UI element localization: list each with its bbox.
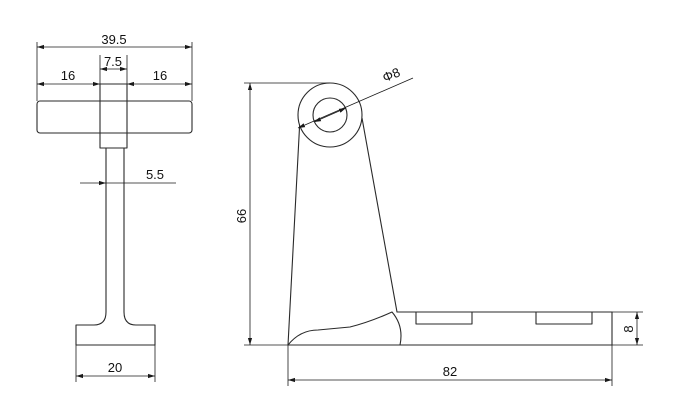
dim-text-stem-thickness: 5.5 xyxy=(146,167,164,182)
side-hub xyxy=(99,83,128,149)
dim-text-overall-width: 39.5 xyxy=(101,32,126,47)
dim-text-base-width: 20 xyxy=(108,360,122,375)
front-slot-right xyxy=(535,312,593,325)
front-arm-outline xyxy=(287,117,613,346)
side-view: 39.5 16 7.5 16 5.5 20 xyxy=(36,32,193,382)
dim-text-hub-width: 7.5 xyxy=(104,54,122,69)
front-fillet-detail xyxy=(287,311,402,346)
side-flange xyxy=(36,100,193,134)
side-stem xyxy=(75,148,156,346)
dim-text-hole-diameter: Φ8 xyxy=(380,65,402,86)
dim-text-flange-left: 16 xyxy=(61,68,75,83)
dim-text-length: 82 xyxy=(443,364,457,379)
dim-text-flange-right: 16 xyxy=(153,68,167,83)
front-hole xyxy=(312,97,348,133)
dim-text-height: 66 xyxy=(234,209,249,223)
front-slot-left xyxy=(415,312,473,325)
dim-text-base-thickness: 8 xyxy=(621,325,636,332)
front-view: Φ8 66 82 8 xyxy=(234,65,643,386)
